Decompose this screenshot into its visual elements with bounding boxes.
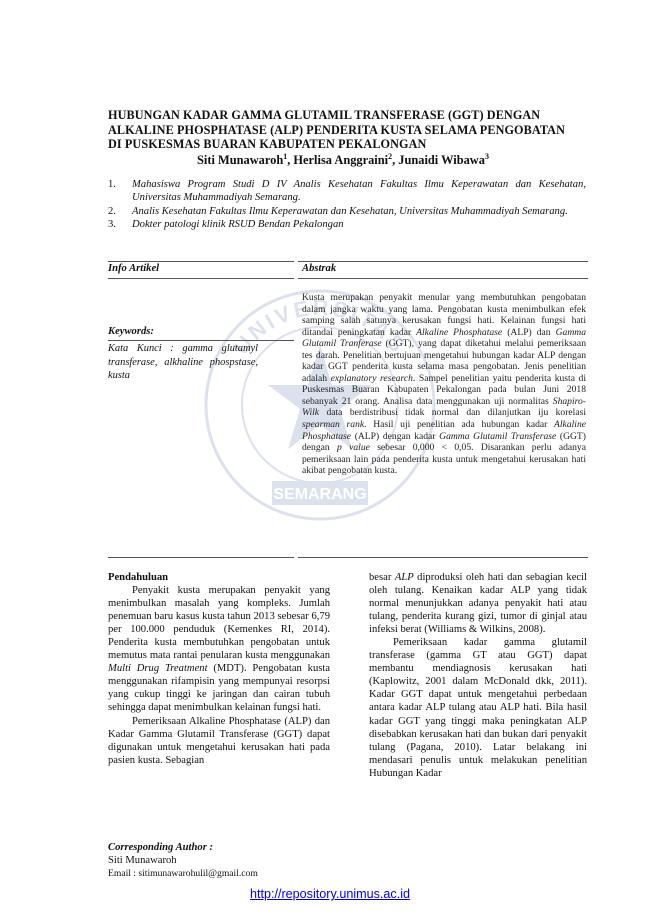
divider: [108, 261, 294, 262]
divider: [298, 557, 588, 558]
section-heading-pendahuluan: Pendahuluan: [108, 572, 169, 583]
intro-paragraph: Pemeriksaan kadar gamma glutamil transfe…: [369, 637, 587, 779]
paper-title: HUBUNGAN KADAR GAMMA GLUTAMIL TRANSFERAS…: [108, 108, 565, 151]
intro-right-column: besar ALP diproduksi oleh hati dan sebag…: [369, 571, 587, 780]
corresponding-author-heading: Corresponding Author :: [108, 842, 213, 853]
abstract-body: Kusta merupakan penyakit menular yang me…: [302, 292, 587, 477]
affiliation-item: 1. Mahasiswa Program Studi D IV Analis K…: [108, 179, 586, 204]
author-2: Herlisa Anggraini2: [293, 152, 393, 168]
affiliation-item: 2. Analis Kesehatan Fakultas Ilmu Kepera…: [108, 205, 568, 217]
intro-left-column: Pendahuluan Penyakit kusta merupakan pen…: [108, 571, 330, 767]
info-artikel-heading: Info Artikel: [108, 263, 160, 274]
author-1: Siti Munawaroh1: [197, 152, 288, 168]
corresponding-author-name: Siti Munawaroh: [108, 855, 177, 866]
university-seal-watermark: UNIVERSITAS SEMARANG: [200, 285, 440, 525]
divider: [298, 278, 588, 279]
keywords-text: Kata Kunci : gamma glutamyl transferase,…: [108, 343, 258, 382]
divider: [298, 261, 588, 262]
author-line: Siti Munawaroh1, Herlisa Anggraini2, Jun…: [197, 152, 489, 168]
corresponding-author: Corresponding Author : Siti Munawaroh Em…: [108, 841, 408, 880]
affiliation-item: 3. Dokter patologi klinik RSUD Bendan Pe…: [108, 219, 344, 231]
intro-paragraph: Penyakit kusta merupakan penyakit yang m…: [108, 585, 331, 714]
svg-text:SEMARANG: SEMARANG: [273, 486, 366, 503]
intro-paragraph: besar ALP diproduksi oleh hati dan sebag…: [369, 572, 588, 636]
intro-paragraph: Pemeriksaan Alkaline Phosphatase (ALP) d…: [108, 715, 330, 766]
corresponding-author-email: Email : sitimunawarohulil@gmail.com: [108, 868, 258, 879]
keywords-heading: Keywords:: [108, 326, 154, 337]
divider: [108, 278, 294, 279]
abstrak-heading: Abstrak: [302, 263, 337, 274]
divider: [108, 557, 294, 558]
author-3: Junaidi Wibawa3: [398, 152, 489, 168]
divider: [108, 340, 294, 341]
affiliations-list: 1. Mahasiswa Program Studi D IV Analis K…: [108, 178, 586, 232]
repository-link[interactable]: http://repository.unimus.ac.id: [249, 887, 411, 901]
